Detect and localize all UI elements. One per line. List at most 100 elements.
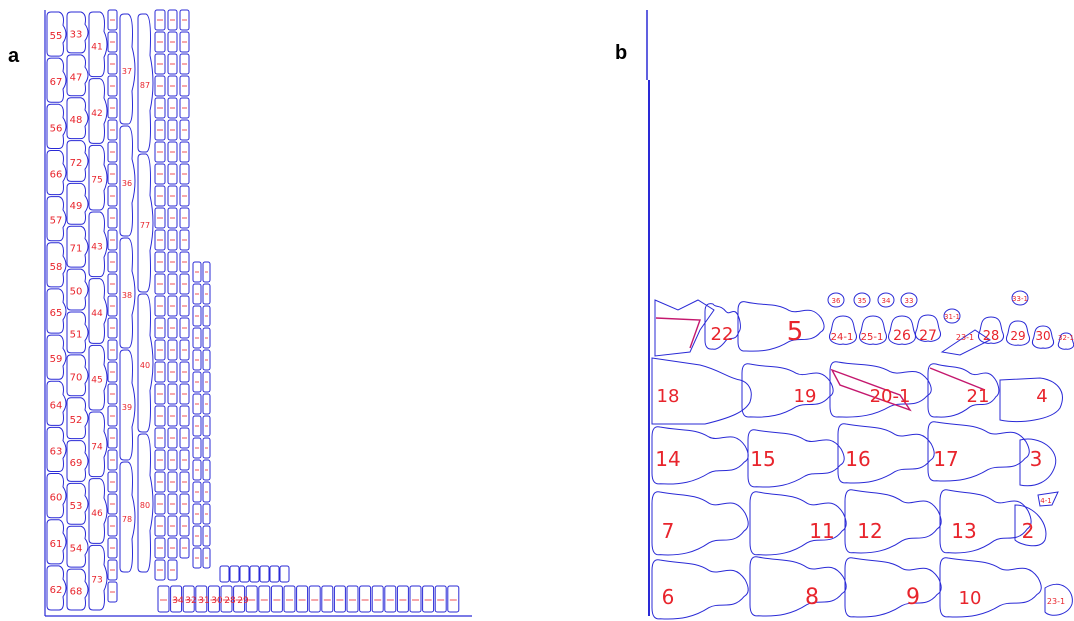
small-part-outline — [179, 53, 190, 75]
small-part-outline — [107, 449, 118, 471]
small-part-outline — [179, 471, 190, 493]
piece-label: 73 — [91, 576, 102, 586]
piece-label: 43 — [91, 242, 102, 252]
piece-outline — [46, 242, 67, 288]
piece-label: 29 — [1010, 329, 1025, 343]
leaf-piece-outline — [1014, 504, 1047, 547]
piece-label: 9 — [906, 585, 920, 610]
piece-outline — [66, 11, 89, 54]
leaf-piece-outline — [651, 559, 749, 620]
small-part-outline — [167, 559, 178, 581]
small-part-outline — [192, 371, 202, 393]
small-part-outline — [179, 185, 190, 207]
small-part-outline — [270, 585, 283, 613]
round-piece-outline — [1005, 320, 1031, 346]
round-piece-outline — [915, 314, 941, 342]
piece-label: 31-1 — [944, 313, 960, 321]
small-part-outline — [107, 207, 118, 229]
piece-label: 71 — [70, 244, 83, 255]
small-part-outline — [167, 405, 178, 427]
small-part-outline — [107, 471, 118, 493]
small-part-outline — [179, 229, 190, 251]
small-part-outline — [333, 585, 346, 613]
piece-outline — [119, 237, 136, 349]
piece-outline — [88, 278, 108, 344]
small-part-outline — [154, 339, 166, 361]
piece-label: 49 — [70, 201, 83, 212]
piece-outline — [88, 211, 108, 278]
piece-outline — [66, 268, 89, 311]
small-round-piece-outline — [943, 308, 961, 324]
round-piece-outline — [1031, 325, 1055, 349]
small-part-outline — [192, 349, 202, 371]
piece-label: 75 — [91, 176, 102, 186]
piece-label: 31 — [198, 596, 209, 606]
small-part-outline — [107, 427, 118, 449]
piece-label: 11 — [809, 519, 834, 543]
angled-piece-outline — [654, 299, 715, 357]
small-part-outline — [154, 537, 166, 559]
angled-piece-outline — [940, 329, 991, 356]
small-part-outline — [107, 31, 118, 53]
leaf-piece-outline — [749, 491, 847, 556]
small-part-outline — [245, 585, 258, 613]
piece-label: 47 — [70, 72, 83, 83]
piece-label: 28 — [224, 596, 236, 606]
small-part-outline — [192, 503, 202, 525]
piece-outline — [66, 140, 89, 182]
piece-label: 61 — [50, 539, 63, 550]
leaf-piece-outline — [927, 421, 1030, 482]
small-part-outline — [179, 493, 190, 515]
piece-label: 65 — [50, 308, 63, 319]
piece-label: 37 — [122, 67, 132, 76]
leaf-piece-outline — [939, 489, 1032, 554]
small-part-outline — [192, 481, 202, 503]
small-part-outline — [192, 525, 202, 547]
piece-label: 27 — [919, 328, 937, 344]
leaf-piece-outline — [1019, 438, 1057, 487]
small-part-outline — [192, 459, 202, 481]
piece-label: 5 — [787, 317, 804, 347]
small-part-outline — [167, 97, 178, 119]
piece-label: 66 — [50, 170, 63, 181]
small-part-outline — [192, 415, 202, 437]
small-part-outline — [107, 361, 118, 383]
leaf-piece-outline — [837, 423, 935, 484]
piece-outline — [66, 354, 89, 397]
small-part-outline — [192, 547, 202, 569]
small-part-outline — [107, 229, 118, 251]
piece-label: 63 — [50, 446, 63, 457]
small-part-outline — [192, 305, 202, 327]
small-part-outline — [179, 405, 190, 427]
small-part-outline — [154, 75, 166, 97]
piece-outline — [46, 334, 67, 380]
piece-label: 32 — [185, 596, 196, 606]
small-round-piece-outline — [853, 292, 871, 308]
piece-outline — [46, 473, 67, 519]
piece-label: 51 — [70, 329, 83, 340]
piece-label: 57 — [50, 216, 63, 227]
small-part-outline — [167, 229, 178, 251]
piece-outline — [66, 482, 89, 525]
small-part-outline — [434, 585, 447, 613]
small-part-outline — [202, 393, 211, 415]
piece-label: 62 — [50, 585, 63, 596]
piece-label: 13 — [951, 519, 976, 543]
round-piece-outline — [829, 315, 857, 345]
leaf-piece-outline — [927, 363, 1000, 418]
small-part-outline — [107, 339, 118, 361]
small-part-outline — [179, 317, 190, 339]
small-part-outline — [107, 9, 118, 31]
small-part-outline — [321, 585, 334, 613]
small-part-outline — [202, 415, 211, 437]
small-part-outline — [167, 493, 178, 515]
piece-label: 52 — [70, 415, 83, 426]
piece-outline — [66, 225, 89, 268]
piece-label: 25-1 — [861, 332, 884, 343]
round-piece-outline — [1057, 332, 1074, 350]
small-part-outline — [154, 31, 166, 53]
small-part-outline — [308, 585, 321, 613]
small-part-outline — [167, 119, 178, 141]
small-part-outline — [202, 437, 211, 459]
small-round-piece-outline — [1011, 290, 1029, 306]
